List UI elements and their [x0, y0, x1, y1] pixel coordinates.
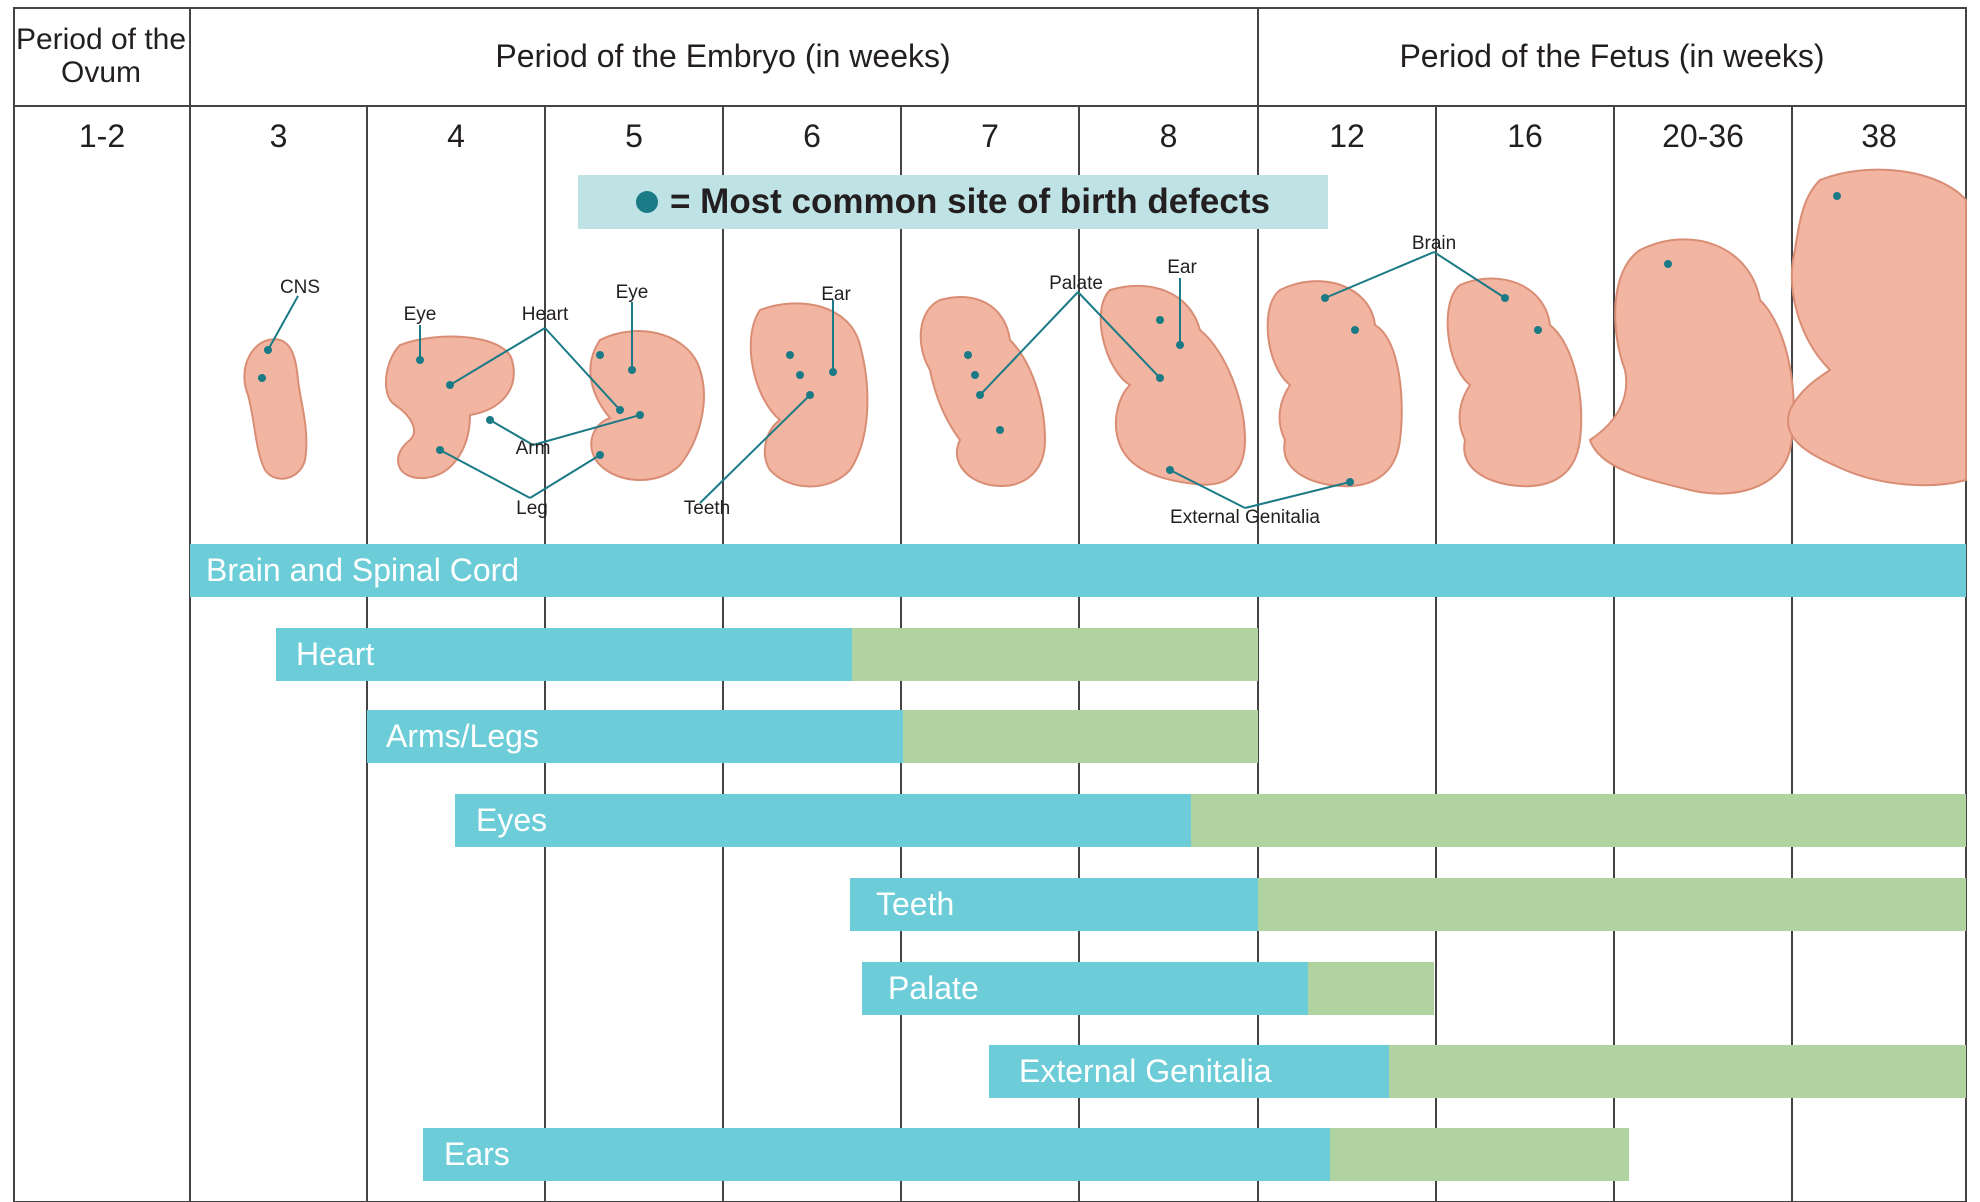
bar-label-teeth: Teeth [876, 878, 954, 931]
bar-external-genitalia-minor [1389, 1045, 1966, 1098]
label-ear-week-6: Ear [821, 284, 851, 305]
bar-label-arms-legs: Arms/Legs [386, 710, 539, 763]
week-label: 16 [1436, 110, 1614, 162]
week-label: 7 [901, 110, 1079, 162]
ovum-period-header: Period of the Ovum [14, 8, 188, 104]
legend-text: = Most common site of birth defects [670, 182, 1270, 222]
bar-palate-minor [1308, 962, 1434, 1015]
bar-arms-legs-minor [903, 710, 1258, 763]
bar-eyes-minor [1191, 794, 1966, 847]
week-label: 6 [723, 110, 901, 162]
fetus-week-20-36 [1590, 239, 1794, 493]
legend-dot-icon [636, 191, 658, 213]
label-leg: Leg [516, 498, 548, 519]
week-label: 8 [1079, 110, 1258, 162]
week-label: 12 [1258, 110, 1436, 162]
label-heart: Heart [522, 304, 569, 325]
fetus-period-header: Period of the Fetus (in weeks) [1258, 8, 1966, 104]
fetus-week-16 [1448, 278, 1582, 486]
label-cns: CNS [280, 277, 320, 298]
embryo-week-8 [1101, 286, 1245, 485]
label-brain: Brain [1412, 233, 1456, 254]
bar-eyes-major [455, 794, 1191, 847]
embryo-week-3 [244, 339, 306, 478]
bar-ears-minor [1330, 1128, 1629, 1181]
bar-label-ears: Ears [444, 1128, 510, 1181]
week-label: 3 [190, 110, 367, 162]
label-arm: Arm [516, 438, 551, 459]
embryo-period-header: Period of the Embryo (in weeks) [190, 8, 1256, 104]
bar-teeth-minor [1258, 878, 1966, 931]
label-palate: Palate [1049, 273, 1103, 294]
label-eye-week-4: Eye [404, 304, 437, 325]
week-label: 38 [1792, 110, 1966, 162]
label-external-genitalia: External Genitalia [1170, 507, 1320, 528]
week-label: 4 [367, 110, 545, 162]
bar-label-brain-spinal-cord: Brain and Spinal Cord [206, 544, 519, 597]
week-label: 20-36 [1614, 110, 1792, 162]
legend-box: = Most common site of birth defects [578, 175, 1328, 229]
week-label: 1-2 [14, 110, 190, 162]
label-ear-week-8: Ear [1167, 257, 1197, 278]
fetus-week-12 [1268, 281, 1402, 486]
bar-label-eyes: Eyes [476, 794, 547, 847]
bar-heart-minor [852, 628, 1258, 681]
fetus-week-38 [1788, 170, 1966, 486]
label-teeth: Teeth [684, 498, 730, 519]
label-eye-week-5: Eye [616, 282, 649, 303]
week-label: 5 [545, 110, 723, 162]
bar-ears-major [423, 1128, 1330, 1181]
bar-label-palate: Palate [888, 962, 979, 1015]
bar-label-heart: Heart [296, 628, 374, 681]
embryo-week-5 [590, 331, 704, 480]
bar-label-external-genitalia: External Genitalia [1019, 1045, 1272, 1098]
